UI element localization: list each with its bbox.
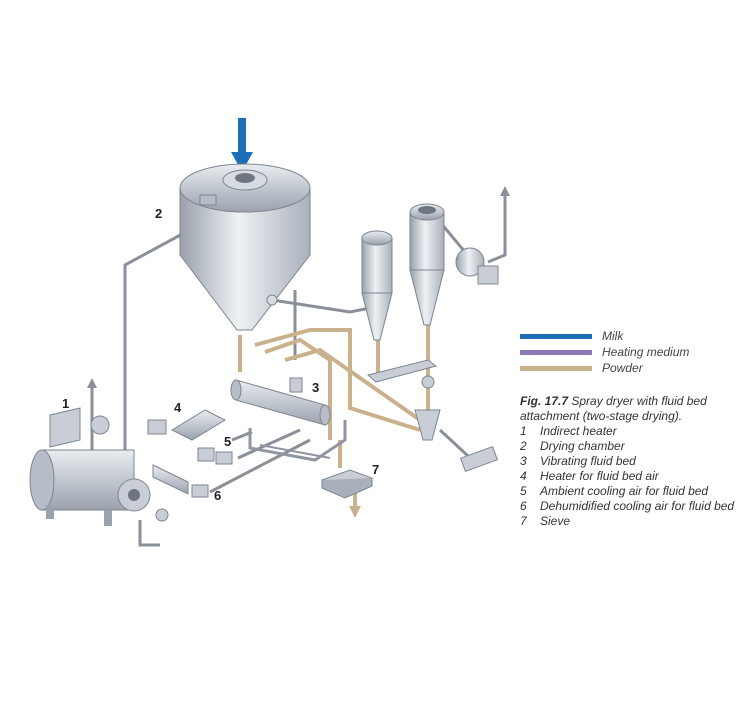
caption-item: 3 Vibrating fluid bed [520, 454, 748, 469]
legend-label: Powder [602, 361, 643, 375]
callout-1: 1 [62, 396, 69, 411]
caption-item: 2 Drying chamber [520, 439, 748, 454]
dehumidified-cooling-air-unit [152, 464, 209, 498]
powder-lines [238, 325, 430, 512]
exhaust-arrow-icon [500, 186, 510, 196]
callout-2: 2 [155, 206, 162, 221]
caption-item-text: Ambient cooling air for fluid bed [540, 484, 709, 498]
legend-item-powder: Powder [520, 360, 748, 376]
cyclone-conveyor [366, 359, 499, 473]
figure-caption: Fig. 17.7 Spray dryer with fluid bed att… [520, 394, 748, 529]
ambient-cooling-air-unit [197, 447, 233, 465]
sieve-outlet-arrow-icon [349, 506, 361, 518]
caption-item-number: 3 [520, 454, 527, 468]
legend-label: Heating medium [602, 345, 690, 359]
callout-6: 6 [214, 488, 221, 503]
caption-item-text: Vibrating fluid bed [540, 454, 636, 468]
vent-arrow-icon [87, 378, 97, 388]
legend: Milk Heating medium Powder [520, 328, 748, 376]
caption-item-number: 1 [520, 424, 527, 438]
caption-item: 6 Dehumidified cooling air for fluid bed [520, 499, 748, 514]
heater-fluid-bed-air [147, 409, 227, 441]
callout-3: 3 [312, 380, 319, 395]
caption-item-number: 4 [520, 469, 527, 483]
milk-inlet-arrow-icon [231, 118, 253, 172]
callout-5: 5 [224, 434, 231, 449]
figure-number: Fig. 17.7 [520, 394, 569, 408]
sieve [320, 469, 374, 499]
caption-item: 7 Sieve [520, 514, 748, 529]
legend-item-milk: Milk [520, 328, 748, 344]
drying-chamber [179, 163, 311, 331]
legend-swatch [520, 333, 592, 339]
caption-item-number: 6 [520, 499, 527, 513]
caption-heading: Fig. 17.7 Spray dryer with fluid bed att… [520, 394, 748, 424]
legend-swatch [520, 365, 592, 371]
cyclone-left [361, 230, 393, 341]
caption-item-text: Heater for fluid bed air [540, 469, 659, 483]
legend-item-heating-medium: Heating medium [520, 344, 748, 360]
callout-4: 4 [174, 400, 182, 415]
figure-title: Spray dryer with fluid bed attachment (t… [520, 394, 707, 423]
caption-item-text: Drying chamber [540, 439, 625, 453]
caption-item-text: Sieve [540, 514, 571, 528]
cyclone-right [409, 203, 445, 326]
caption-item: 1 Indirect heater [520, 424, 748, 439]
caption-item-text: Dehumidified cooling air for fluid bed [540, 499, 735, 513]
caption-item-number: 2 [520, 439, 527, 453]
indirect-heater [29, 407, 169, 526]
legend-label: Milk [602, 329, 624, 343]
caption-item-text: Indirect heater [540, 424, 617, 438]
caption-item: 5 Ambient cooling air for fluid bed [520, 484, 748, 499]
legend-swatch [520, 349, 592, 355]
callout-7: 7 [372, 462, 379, 477]
caption-item-number: 7 [520, 514, 527, 528]
exhaust-fan [455, 247, 499, 285]
caption-item-number: 5 [520, 484, 527, 498]
caption-item: 4 Heater for fluid bed air [520, 469, 748, 484]
vibrating-fluid-bed [230, 377, 347, 462]
